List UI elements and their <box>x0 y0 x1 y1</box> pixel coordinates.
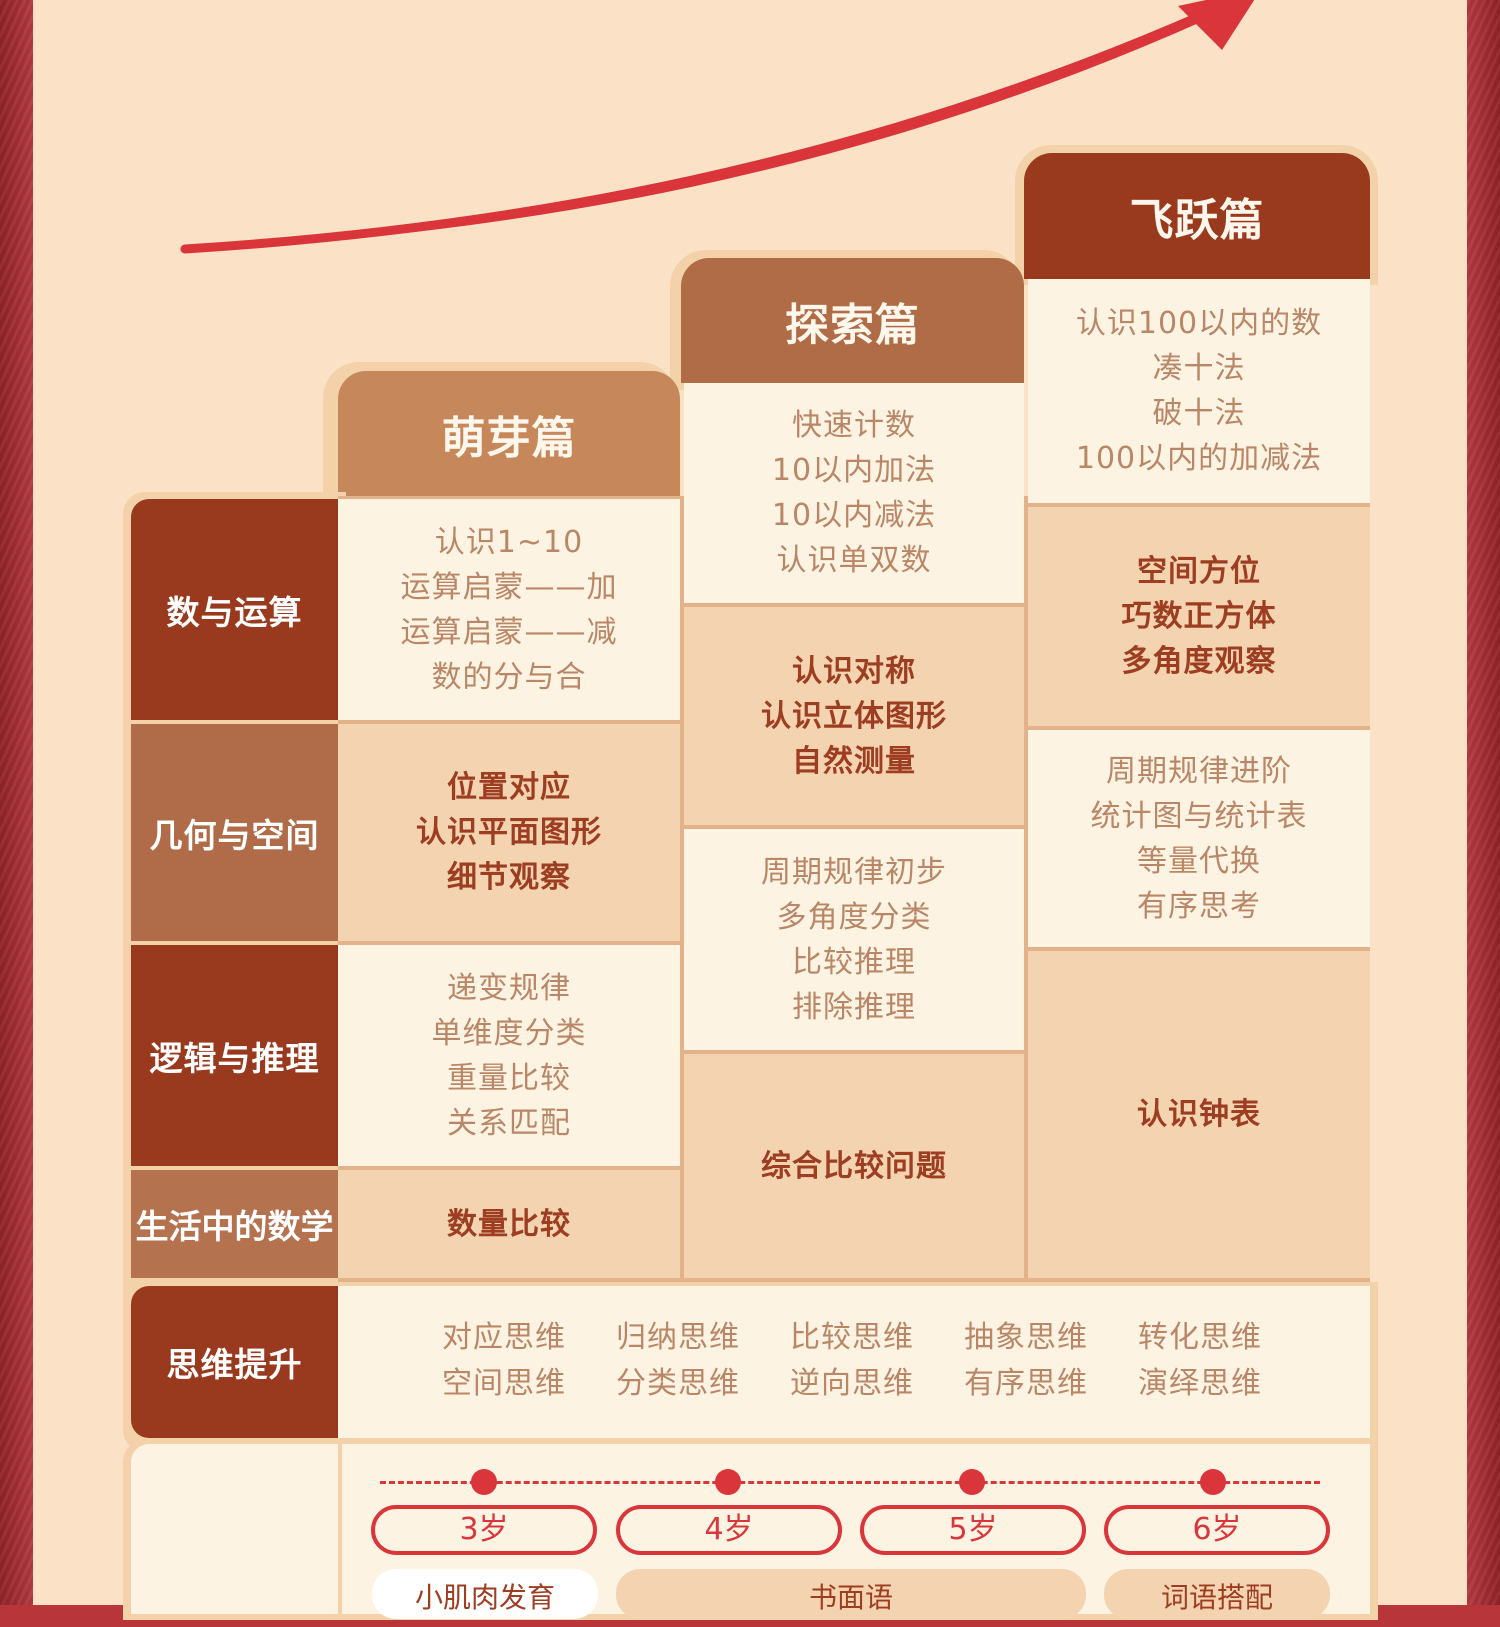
timeline-dot-6 <box>1200 1469 1226 1495</box>
thinking-group-5: 转化思维 演绎思维 <box>1138 1320 1262 1401</box>
cell-l2-geometry: 认识对称 认识立体图形 自然测量 <box>684 607 1024 825</box>
cell-l1-life: 数量比较 <box>338 1170 680 1278</box>
cell-l3-numbers: 认识100以内的数 凑十法 破十法 100以内的加减法 <box>1028 279 1370 503</box>
milestone-3: 词语搭配 <box>1104 1569 1330 1619</box>
cell-l1-logic: 递变规律 单维度分类 重量比较 关系匹配 <box>338 945 680 1166</box>
age-badge-6: 6岁 <box>1104 1505 1330 1555</box>
cell-l3-life: 认识钟表 <box>1028 951 1370 1278</box>
thinking-group-2: 归纳思维 分类思维 <box>616 1320 740 1401</box>
category-label-life: 生活中的数学 <box>131 1170 338 1278</box>
milestone-1: 小肌肉发育 <box>372 1569 598 1619</box>
timeline-dashed-line <box>380 1481 1320 1484</box>
age-badge-5: 5岁 <box>860 1505 1086 1555</box>
timeline-label-area <box>131 1444 338 1614</box>
category-label-thinking: 思维提升 <box>131 1286 338 1438</box>
category-label-geometry: 几何与空间 <box>131 724 338 941</box>
thinking-group-3: 比较思维 逆向思维 <box>790 1320 914 1401</box>
category-label-numbers: 数与运算 <box>131 499 338 720</box>
cell-l1-numbers: 认识1~10 运算启蒙——加 运算启蒙——减 数的分与合 <box>338 499 680 720</box>
cell-l1-geometry: 位置对应 认识平面图形 细节观察 <box>338 724 680 941</box>
age-badge-4: 4岁 <box>616 1505 842 1555</box>
level-3-header: 飞跃篇 <box>1024 153 1370 279</box>
timeline-dot-3 <box>471 1469 497 1495</box>
category-label-logic: 逻辑与推理 <box>131 945 338 1166</box>
cell-l2-life: 综合比较问题 <box>684 1054 1024 1278</box>
growth-arrow-icon <box>180 0 1255 254</box>
age-badge-3: 3岁 <box>371 1505 597 1555</box>
thinking-group-4: 抽象思维 有序思维 <box>964 1320 1088 1401</box>
cell-l3-geometry: 空间方位 巧数正方体 多角度观察 <box>1028 507 1370 726</box>
cell-l2-logic: 周期规律初步 多角度分类 比较推理 排除推理 <box>684 829 1024 1050</box>
thinking-row <box>338 1286 1370 1438</box>
milestone-2: 书面语 <box>616 1569 1086 1619</box>
timeline-dot-5 <box>959 1469 985 1495</box>
cell-l2-numbers: 快速计数 10以内加法 10以内减法 认识单双数 <box>684 383 1024 603</box>
cell-l3-logic: 周期规律进阶 统计图与统计表 等量代换 有序思考 <box>1028 730 1370 947</box>
timeline-dot-4 <box>715 1469 741 1495</box>
thinking-group-1: 对应思维 空间思维 <box>442 1320 566 1401</box>
level-1-header: 萌芽篇 <box>338 371 680 496</box>
level-2-header: 探索篇 <box>681 258 1024 383</box>
